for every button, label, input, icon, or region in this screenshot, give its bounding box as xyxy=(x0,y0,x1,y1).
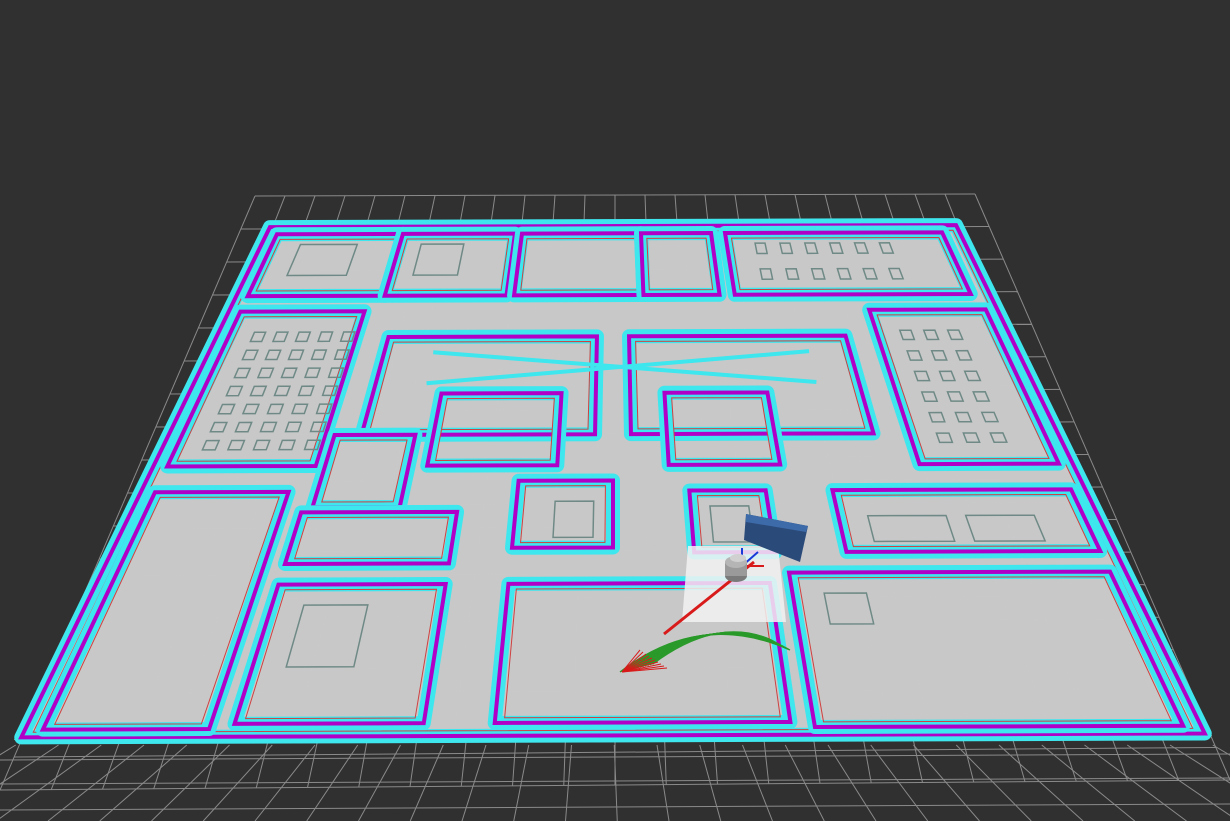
ground-grid-line xyxy=(0,753,1230,761)
furniture xyxy=(201,242,1047,668)
ground-grid-line xyxy=(870,744,929,821)
map-structures xyxy=(14,218,1212,745)
ground-grid-line xyxy=(613,744,618,821)
trajectory-line xyxy=(621,649,641,673)
ground-grid-line xyxy=(0,744,102,819)
room-wall xyxy=(657,385,788,472)
ground-grid-line xyxy=(998,744,1084,821)
ground-grid-line xyxy=(358,744,401,821)
local-trajectories xyxy=(619,631,791,673)
room-wall xyxy=(354,329,604,442)
ground-grid-line xyxy=(1041,744,1136,821)
room-wall xyxy=(634,226,727,303)
ground-grid-line xyxy=(0,779,1230,791)
room-wall xyxy=(487,575,798,730)
trajectory-line xyxy=(652,631,771,665)
ground-grid-line xyxy=(513,744,530,821)
robot-icon xyxy=(725,554,747,582)
room-wall xyxy=(420,386,569,473)
atrium-truss xyxy=(426,349,817,386)
map-cell-line xyxy=(37,688,1189,694)
ground-grid-line xyxy=(1084,744,1187,821)
room-wall xyxy=(227,577,453,731)
map-cell-line xyxy=(256,245,970,248)
ground-grid-line xyxy=(913,744,980,821)
room-wall xyxy=(718,225,978,302)
room-wall xyxy=(825,482,1108,559)
room-wall xyxy=(622,328,881,442)
map-cell-line xyxy=(48,665,1178,670)
camera-frustum-top xyxy=(746,514,808,532)
room-wall xyxy=(160,304,372,474)
ground-grid-line xyxy=(699,744,722,821)
ground-grid-line xyxy=(461,744,487,821)
ground-grid-line xyxy=(784,744,825,821)
map-cell-line xyxy=(25,712,1201,717)
ground-grid-line xyxy=(742,744,773,821)
room-wall xyxy=(862,302,1066,472)
room-wall xyxy=(782,564,1191,735)
map-cell-line xyxy=(244,268,982,272)
room-wall xyxy=(277,504,465,571)
ground-grid-line xyxy=(254,193,976,197)
room-wall xyxy=(35,484,296,737)
room-wall xyxy=(504,473,620,555)
ground-grid-line xyxy=(827,744,877,821)
ground-grid-line xyxy=(1126,744,1230,816)
robot-layer xyxy=(619,514,808,673)
ground-grid-line xyxy=(47,744,145,821)
ground-grid-line xyxy=(955,744,1032,821)
trajectory-line xyxy=(621,653,647,673)
ground-grid-line xyxy=(0,777,1230,785)
room-wall xyxy=(377,226,522,303)
trajectory-line xyxy=(621,655,650,673)
ground-grid-line xyxy=(0,803,1230,811)
ground-grid-line xyxy=(1169,744,1230,784)
trajectory-line xyxy=(621,651,644,673)
map-cell-grid xyxy=(25,221,1201,741)
ground-grid-line xyxy=(0,744,59,785)
ground-grid-line xyxy=(565,744,572,821)
ground-grid-line xyxy=(409,744,444,821)
trajectory-line xyxy=(621,667,668,673)
ground-grid-line xyxy=(656,744,670,821)
